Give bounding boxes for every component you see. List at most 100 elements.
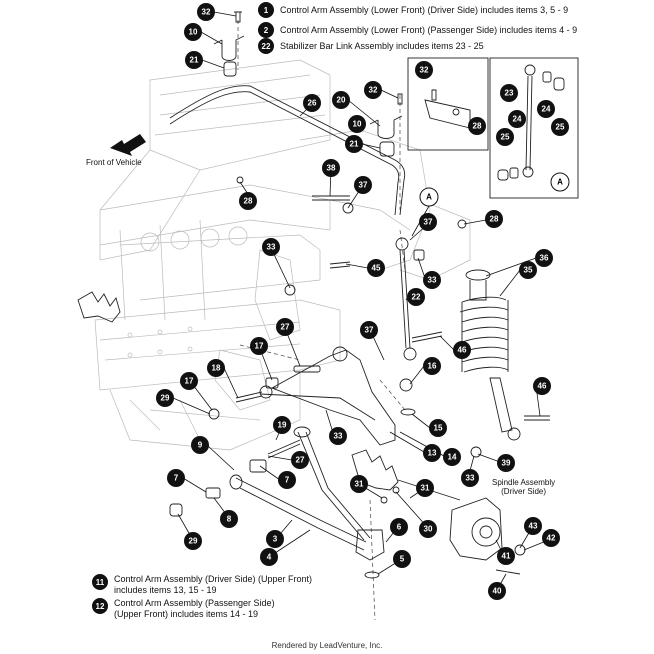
alignment-lines [237, 20, 406, 621]
callout-39[interactable]: 39 [497, 454, 515, 472]
callout-32-c[interactable]: 32 [415, 61, 433, 79]
callout-38[interactable]: 38 [322, 159, 340, 177]
callout-8[interactable]: 8 [220, 510, 238, 528]
svg-text:4: 4 [267, 553, 272, 562]
callout-22[interactable]: 22 [407, 288, 425, 306]
spindle-assembly-label: Spindle Assembly (Driver Side) [492, 478, 555, 496]
callout-10-b[interactable]: 10 [348, 115, 366, 133]
svg-text:6: 6 [397, 523, 402, 532]
callout-37-a[interactable]: 37 [354, 176, 372, 194]
lower-control-arm [169, 426, 385, 579]
callout-17-b[interactable]: 17 [180, 372, 198, 390]
svg-text:31: 31 [355, 480, 364, 489]
callout-17-a[interactable]: 17 [250, 337, 268, 355]
svg-text:27: 27 [281, 323, 290, 332]
shock-absorber [459, 269, 521, 441]
callout-16[interactable]: 16 [423, 357, 441, 375]
legend-line: Control Arm Assembly (Driver Side) (Uppe… [114, 574, 313, 584]
callout-7-a[interactable]: 7 [167, 469, 185, 487]
callout-28-b[interactable]: 28 [468, 117, 486, 135]
callout-28-c[interactable]: 28 [485, 210, 503, 228]
legend-text: Control Arm Assembly (Lower Front) (Driv… [280, 5, 569, 15]
svg-text:16: 16 [428, 362, 437, 371]
svg-text:32: 32 [369, 86, 378, 95]
callout-24-b[interactable]: 24 [537, 100, 555, 118]
callout-4[interactable]: 4 [260, 548, 278, 566]
svg-text:7: 7 [285, 476, 290, 485]
callout-19[interactable]: 19 [273, 416, 291, 434]
legend-line: Control Arm Assembly (Passenger Side) [114, 598, 275, 608]
callout-18[interactable]: 18 [207, 359, 225, 377]
svg-text:29: 29 [161, 394, 170, 403]
callout-29-b[interactable]: 29 [184, 532, 202, 550]
detail-box-link [489, 57, 579, 199]
callout-7-b[interactable]: 7 [278, 471, 296, 489]
callout-24-a[interactable]: 24 [508, 110, 526, 128]
svg-text:14: 14 [448, 453, 457, 462]
callout-25-a[interactable]: 25 [496, 128, 514, 146]
legend-item-11: 11 Control Arm Assembly (Driver Side) (U… [92, 574, 312, 596]
callout-45[interactable]: 45 [367, 259, 385, 277]
callout-29-a[interactable]: 29 [156, 389, 174, 407]
callout-21-b[interactable]: 21 [345, 135, 363, 153]
svg-text:28: 28 [473, 122, 482, 131]
svg-text:9: 9 [198, 441, 203, 450]
callout-43[interactable]: 43 [524, 517, 542, 535]
callout-13[interactable]: 13 [423, 444, 441, 462]
callout-27-a[interactable]: 27 [276, 318, 294, 336]
callout-25-b[interactable]: 25 [551, 118, 569, 136]
callout-15[interactable]: 15 [429, 419, 447, 437]
svg-text:40: 40 [493, 587, 502, 596]
callout-33-b[interactable]: 33 [423, 271, 441, 289]
callout-40[interactable]: 40 [488, 582, 506, 600]
callout-41[interactable]: 41 [497, 547, 515, 565]
callout-21-a[interactable]: 21 [185, 51, 203, 69]
callout-32-b[interactable]: 32 [364, 81, 382, 99]
svg-text:15: 15 [434, 424, 443, 433]
legend-line: includes items 13, 15 - 19 [114, 585, 217, 595]
svg-text:35: 35 [524, 266, 533, 275]
svg-text:29: 29 [189, 537, 198, 546]
legend-item-2: 2 Control Arm Assembly (Lower Front) (Pa… [258, 22, 577, 38]
callout-26[interactable]: 26 [303, 94, 321, 112]
detail-marker-a-label: A [426, 193, 432, 202]
legend-item-12: 12 Control Arm Assembly (Passenger Side)… [92, 598, 275, 620]
callout-42[interactable]: 42 [542, 529, 560, 547]
callout-37-b[interactable]: 37 [419, 213, 437, 231]
callout-46-b[interactable]: 46 [533, 377, 551, 395]
callout-23[interactable]: 23 [500, 84, 518, 102]
legend-text: Stabilizer Bar Link Assembly includes it… [280, 41, 484, 51]
svg-text:33: 33 [267, 243, 276, 252]
svg-text:30: 30 [424, 525, 433, 534]
callout-28-a[interactable]: 28 [239, 192, 257, 210]
svg-text:19: 19 [278, 421, 287, 430]
callout-5[interactable]: 5 [393, 550, 411, 568]
svg-text:25: 25 [556, 123, 565, 132]
callout-30[interactable]: 30 [419, 520, 437, 538]
callout-27-b[interactable]: 27 [291, 451, 309, 469]
svg-text:38: 38 [327, 164, 336, 173]
svg-text:33: 33 [428, 276, 437, 285]
legend-badge: 2 [258, 22, 274, 38]
svg-text:10: 10 [353, 120, 362, 129]
svg-text:24: 24 [542, 105, 551, 114]
callout-33-d[interactable]: 33 [461, 469, 479, 487]
callout-36[interactable]: 36 [535, 249, 553, 267]
callout-32-a[interactable]: 32 [197, 3, 215, 21]
legend-line: (Upper Front) includes items 14 - 19 [114, 609, 259, 619]
callout-35[interactable]: 35 [519, 261, 537, 279]
callout-14[interactable]: 14 [443, 448, 461, 466]
callout-31-a[interactable]: 31 [350, 475, 368, 493]
vehicle-frame [77, 59, 471, 451]
callout-10-a[interactable]: 10 [184, 23, 202, 41]
callout-9[interactable]: 9 [191, 436, 209, 454]
callout-3[interactable]: 3 [266, 530, 284, 548]
callout-6[interactable]: 6 [390, 518, 408, 536]
callout-37-c[interactable]: 37 [360, 321, 378, 339]
callout-20[interactable]: 20 [332, 91, 350, 109]
callout-33-a[interactable]: 33 [262, 238, 280, 256]
callout-33-c[interactable]: 33 [329, 427, 347, 445]
callout-31-b[interactable]: 31 [416, 479, 434, 497]
front-of-vehicle-label: Front of Vehicle [86, 158, 142, 167]
callout-46-a[interactable]: 46 [453, 341, 471, 359]
